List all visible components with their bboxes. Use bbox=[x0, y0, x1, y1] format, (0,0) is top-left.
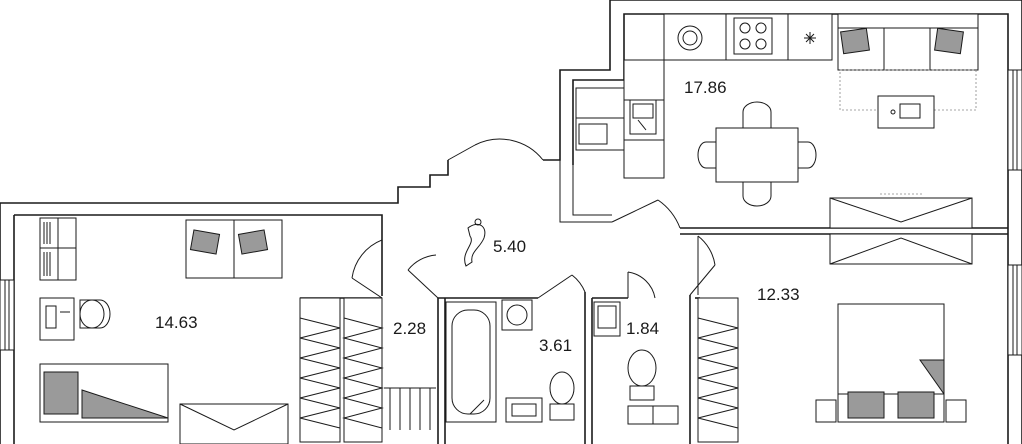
double-bed bbox=[837, 303, 945, 423]
bookshelf bbox=[39, 217, 77, 281]
room-area-hallway: 5.40 bbox=[493, 237, 526, 256]
room-area-kitchen-living: 17.86 bbox=[684, 78, 727, 97]
room-area-toilet: 1.84 bbox=[626, 319, 659, 338]
room-area-wardrobe: 2.28 bbox=[393, 319, 426, 338]
living-sofa bbox=[185, 219, 283, 279]
toilet-cabinet bbox=[627, 405, 679, 425]
snowflake-icon bbox=[804, 32, 816, 44]
windows bbox=[0, 69, 1022, 356]
nightstand-right bbox=[945, 399, 967, 423]
tv-stand-living bbox=[179, 403, 289, 444]
tv-unit-bedroom bbox=[829, 233, 973, 265]
doors bbox=[351, 138, 716, 299]
bath-toilet bbox=[549, 371, 575, 421]
bathtub bbox=[445, 301, 497, 423]
laptop-desk bbox=[877, 95, 935, 129]
bath-sink bbox=[505, 397, 543, 423]
dining-table bbox=[697, 101, 817, 207]
nightstand bbox=[815, 399, 837, 423]
wardrobe-shelves bbox=[299, 297, 436, 443]
tv-console bbox=[829, 193, 973, 229]
stove-icon bbox=[733, 17, 773, 55]
toilet-sink bbox=[593, 301, 621, 337]
washing-machine-bath bbox=[501, 299, 533, 331]
washing-machine-icon bbox=[677, 25, 703, 51]
room-area-bedroom: 12.33 bbox=[757, 285, 800, 304]
kitchen-sink-icon bbox=[629, 99, 657, 135]
single-bed bbox=[39, 363, 169, 423]
pet-cat-icon bbox=[464, 218, 486, 267]
toilet-bowl bbox=[627, 349, 657, 401]
work-desk bbox=[39, 297, 111, 341]
bedroom-wardrobe bbox=[697, 297, 739, 443]
room-area-bathroom: 3.61 bbox=[539, 336, 572, 355]
sofa bbox=[837, 13, 979, 71]
room-area-living-room: 14.63 bbox=[155, 313, 198, 332]
